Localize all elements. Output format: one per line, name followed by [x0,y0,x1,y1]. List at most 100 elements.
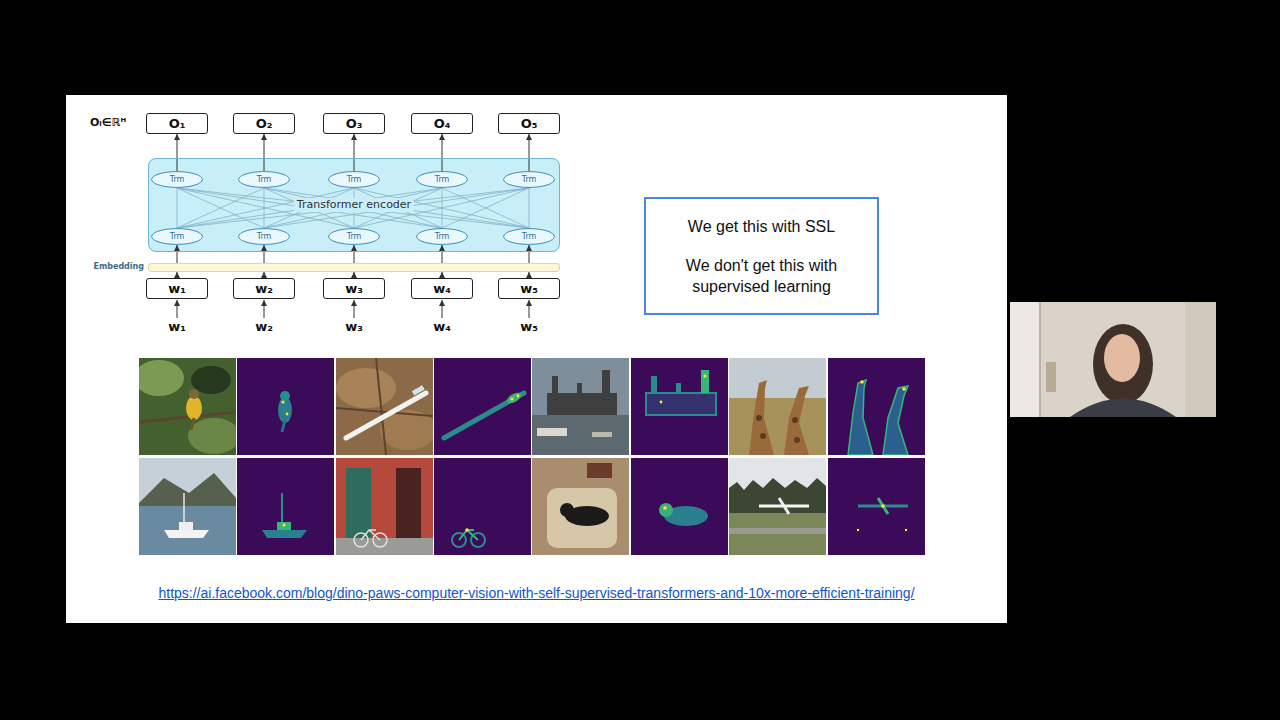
airplane-attention-part [828,458,925,555]
bicycle-photo-part [346,468,371,538]
attention-link [264,188,529,228]
attention-link [442,188,529,228]
node-label: w₄ [433,281,451,296]
node-label: Trm [522,175,537,184]
callout-box: We get this with SSL We don't get this wi… [644,197,879,315]
token-label: w₂ [233,319,295,334]
boat-photo-part [179,522,193,530]
giraffe-photo-part [756,415,762,421]
giraffe-attention-part [902,387,906,391]
bird-attention-part [280,391,290,401]
token-label: w₄ [411,319,473,334]
boat-attention [237,458,334,555]
giraffe-photo-part [760,433,766,439]
boat-photo-part [139,458,236,555]
airplane-photo [729,458,826,555]
trm-ellipse-outline [152,229,203,245]
bird-photo-part [191,418,194,430]
dog-photo-part [587,463,612,478]
trm-unit: Trm [151,171,203,188]
grid-background [138,357,926,556]
parliament-photo-part [577,383,582,393]
bird-attention-part [237,358,334,455]
parliament-attention-part [676,383,681,393]
flow-arrow [264,134,265,171]
callout-text: We don't get this with supervised learni… [656,255,867,297]
token-box: O₁ [146,113,208,134]
toothbrush-attention-part [444,393,524,438]
trm-unit: Trm [151,228,203,245]
token-box: O₂ [233,113,295,134]
toothbrush-photo [336,358,436,455]
boat-attention-part [237,458,334,555]
token-box: O₅ [498,113,560,134]
bicycle-photo-part [361,530,380,540]
parliament-photo-part [532,358,629,455]
dog-attention-part [659,503,673,517]
giraffe-attention-part [848,380,873,455]
bird-photo-part [188,418,240,454]
node-label: Trm [347,232,362,241]
attention-link [177,188,442,228]
node-label: Transformer encoder [294,198,414,212]
node-label: Trm [170,232,185,241]
airplane-attention-part [858,505,908,508]
trm-unit: Trm [328,171,380,188]
dog-attention [631,458,728,555]
toothbrush-attention-part [517,395,520,398]
dog-photo-part [560,503,574,517]
attention-link [177,188,264,228]
bicycle-photo-part [336,538,433,555]
bird-photo-part [186,396,202,420]
trm-unit: Trm [416,171,468,188]
giraffe-attention-part [860,380,864,384]
trm-unit: Trm [503,171,555,188]
bicycle-photo-part [336,458,433,555]
flow-arrow [264,245,265,263]
bicycle-attention-part [459,530,478,540]
attention-link [177,188,264,228]
toothbrush-attention [434,358,531,455]
trm-ellipse-outline [329,172,380,188]
giraffe-attention-part [828,358,925,455]
airplane-photo-part [729,478,826,513]
node-label: Trm [435,175,450,184]
input-arrows [177,300,529,318]
boat-photo-part [139,473,236,508]
node-label: w₁ [168,281,186,296]
token-label: w₅ [498,319,560,334]
toothbrush-attention-part [510,397,513,400]
node-label: O₄ [434,116,451,131]
attention-image-grid [134,357,926,556]
attention-link [264,188,529,228]
input-arrows-part [442,300,443,318]
flow-arrow [177,245,178,263]
toothbrush-attention-part [505,391,523,406]
token-box: O₄ [411,113,473,134]
bird-photo-part [191,366,231,394]
token-box: w₄ [411,278,473,299]
airplane-attention-part [881,504,885,508]
math-label: Oᵢ∈ℝᴴ [90,116,126,129]
trm-ellipse-outline [417,172,468,188]
parliament-photo [532,358,629,455]
webcam-feed-part [1010,302,1216,417]
attention-link [264,188,442,228]
parliament-attention-part [646,393,716,415]
node-label: Trm [257,175,272,184]
boat-attention-part [277,522,291,530]
trm-ellipse-outline [504,229,555,245]
flow-arrow [442,245,443,263]
embedding-bar: Embedding [148,263,560,272]
token-box: w₃ [323,278,385,299]
input-arrows-part [177,300,178,318]
bird-attention [237,358,334,455]
node-label: Trm [435,232,450,241]
giraffe-photo-part [729,398,826,455]
encoder-fill [148,158,560,252]
giraffe-photo-part [749,380,774,455]
input-arrows-part [354,300,355,318]
airplane-attention-part [878,498,888,514]
callout-text: We get this with SSL [688,216,835,237]
airplane-photo-part [729,528,826,534]
